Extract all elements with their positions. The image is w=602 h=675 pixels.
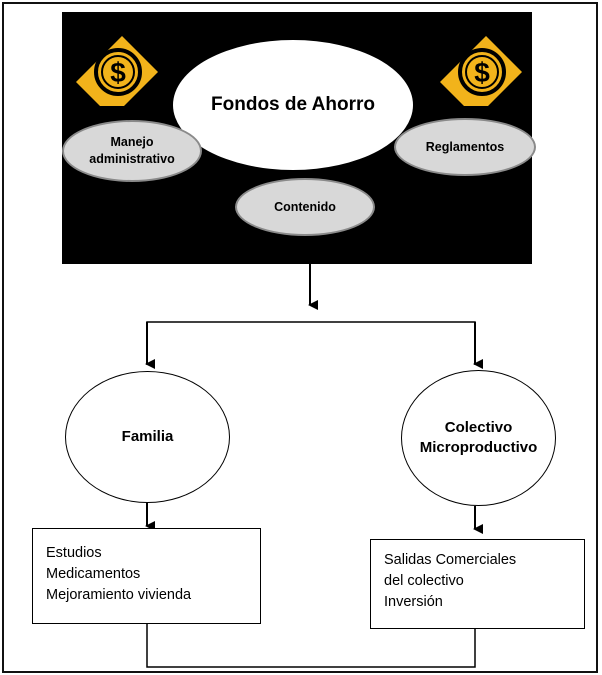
colectivo-uses-box: Salidas Comerciales del colectivo Invers…: [370, 539, 585, 629]
title-ellipse: Fondos de Ahorro: [173, 40, 413, 170]
familia-item: Estudios: [46, 545, 102, 561]
bottom-join-line: [146, 624, 476, 668]
branch-split-line: [146, 321, 476, 365]
coin-symbol: $: [474, 57, 490, 88]
colectivo-node: Colectivo Microproductivo: [401, 370, 556, 506]
reglamentos-node: Reglamentos: [394, 118, 536, 176]
fondos-banner: $ $ Fondos de Ahorro Manejo administrati…: [62, 12, 536, 264]
familia-uses-box: Estudios Medicamentos Mejoramiento vivie…: [32, 528, 261, 624]
reglamentos-label: Reglamentos: [425, 139, 505, 154]
manejo-administrativo-node: Manejo administrativo: [62, 120, 202, 182]
colectivo-label-line2: Microproductivo: [419, 439, 538, 456]
contenido-label: Contenido: [274, 199, 336, 214]
familia-item: Medicamentos: [46, 566, 141, 583]
coin-symbol: $: [110, 57, 126, 88]
colectivo-item: Inversión: [384, 594, 443, 611]
colectivo-item: Salidas Comerciales: [384, 552, 517, 568]
familia-node: Familia: [65, 371, 230, 503]
contenido-node: Contenido: [235, 178, 375, 236]
dollar-coin-icon: $: [440, 36, 522, 106]
dollar-coin-icon: $: [76, 36, 158, 106]
colectivo-item: del colectivo: [384, 573, 464, 590]
familia-label: Familia: [121, 427, 174, 445]
diagram-title: Fondos de Ahorro: [211, 94, 375, 115]
manejo-label-line1: Manejo: [110, 135, 154, 150]
colectivo-label-line1: Colectivo: [444, 418, 513, 436]
manejo-label-line2: administrativo: [89, 152, 175, 166]
familia-item: Mejoramiento vivienda: [46, 587, 192, 604]
